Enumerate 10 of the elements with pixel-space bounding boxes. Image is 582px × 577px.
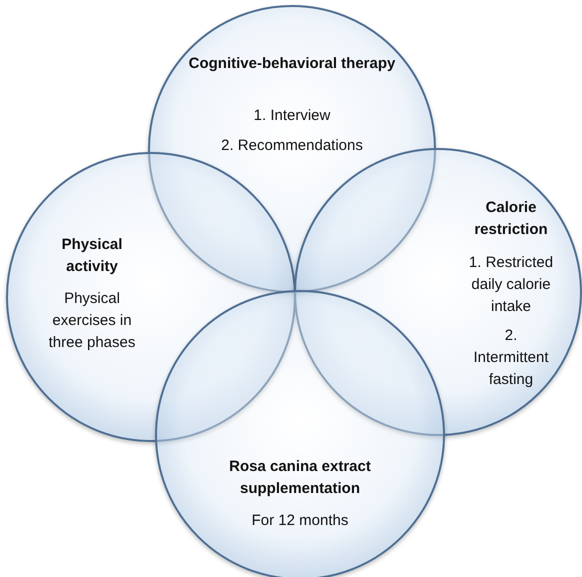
circle-text: 1. Restricted daily calorie intake: [468, 253, 554, 317]
circle-text: 2. Intermittent fasting: [472, 326, 550, 390]
circle-text: 2. Recommendations: [220, 136, 364, 156]
circle-heading: Rosa canina extract supplementation: [228, 457, 372, 499]
circle-text: 1. Interview: [252, 106, 332, 126]
circle-text: Physical exercises in three phases: [48, 289, 136, 353]
circle-heading: Calorie restriction: [473, 198, 549, 240]
circle-text: For 12 months: [250, 511, 350, 531]
circle-heading: Physical activity: [60, 235, 124, 277]
circle-heading: Cognitive-behavioral therapy: [188, 54, 396, 74]
